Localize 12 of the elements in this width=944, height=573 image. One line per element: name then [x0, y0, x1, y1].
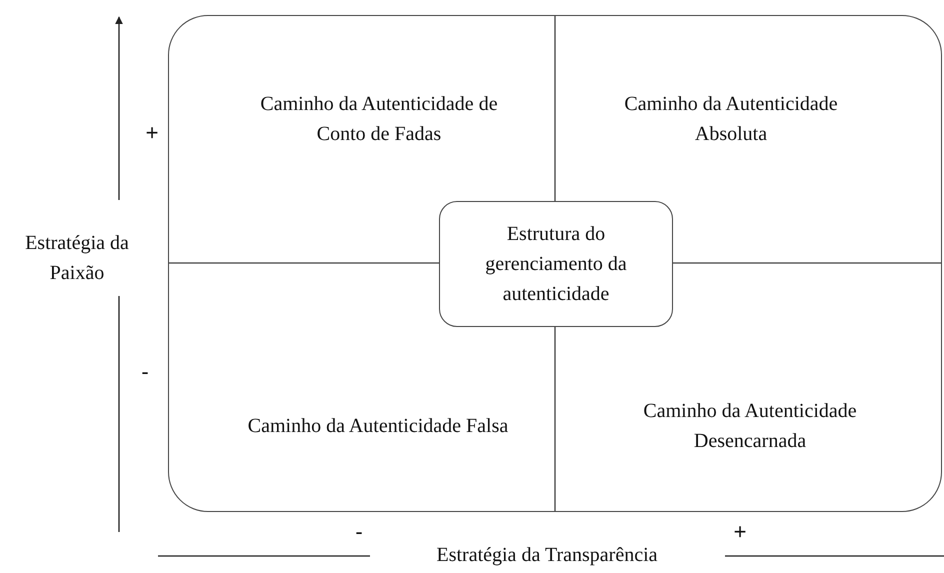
quadrant-label: Caminho da Autenticidade Desencarnada — [642, 399, 858, 454]
quadrant-label: Caminho da Autenticidade Absoluta — [623, 92, 839, 147]
axis-title: Estratégia da Paixão — [24, 231, 130, 286]
quadrant-label: Caminho da Autenticidade de Conto de Fadas — [259, 92, 499, 147]
axis-title: Estratégia da Transparência — [436, 543, 658, 568]
axis-sign: - — [355, 518, 363, 546]
quadrant-label: Caminho da Autenticidade Falsa — [246, 414, 510, 439]
axis-sign: + — [146, 119, 158, 147]
matrix-frame — [168, 15, 942, 512]
axis-sign: - — [141, 358, 149, 386]
axis-sign: + — [734, 518, 746, 546]
center-box: Estrutura do gerenciamento da autenticidade — [439, 201, 673, 327]
